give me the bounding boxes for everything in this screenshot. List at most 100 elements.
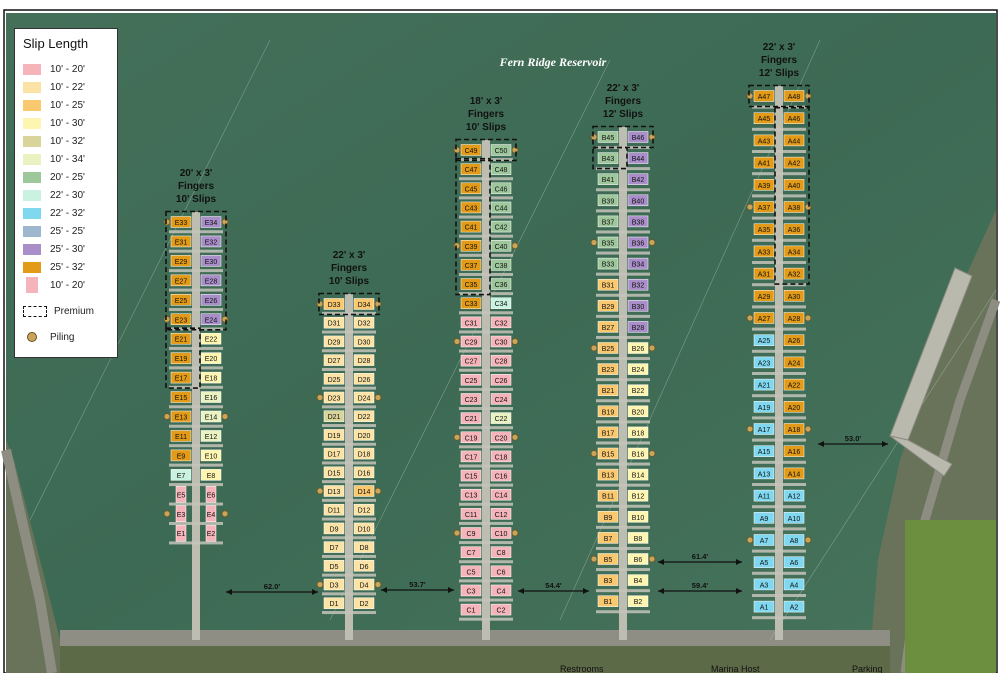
slip-d26[interactable]: D26	[353, 373, 375, 385]
slip-a44[interactable]: A44	[783, 134, 805, 147]
slip-d29[interactable]: D29	[323, 335, 345, 348]
slip-a39[interactable]: A39	[753, 179, 775, 191]
slip-e17[interactable]: E17	[170, 371, 192, 384]
slip-b41[interactable]: B41	[597, 173, 619, 185]
slip-c12[interactable]: C12	[490, 508, 512, 520]
slip-c20[interactable]: C20	[490, 431, 512, 443]
slip-d15[interactable]: D15	[323, 466, 345, 479]
slip-a25[interactable]: A25	[753, 334, 775, 346]
slip-e34[interactable]: E34	[200, 216, 222, 228]
slip-a38[interactable]: A38	[783, 201, 805, 213]
slip-b24[interactable]: B24	[627, 363, 649, 375]
slip-e2[interactable]: E2	[205, 524, 217, 542]
slip-e19[interactable]: E19	[170, 352, 192, 364]
slip-c30[interactable]: C30	[490, 335, 512, 348]
slip-e33[interactable]: E33	[170, 216, 192, 228]
slip-c50[interactable]: C50	[490, 144, 512, 156]
slip-d13[interactable]: D13	[323, 485, 345, 497]
slip-b43[interactable]: B43	[597, 152, 619, 164]
slip-c4[interactable]: C4	[490, 584, 512, 597]
slip-d30[interactable]: D30	[353, 335, 375, 348]
slip-d18[interactable]: D18	[353, 447, 375, 460]
slip-d25[interactable]: D25	[323, 373, 345, 385]
slip-c6[interactable]: C6	[490, 565, 512, 578]
slip-a5[interactable]: A5	[753, 556, 775, 568]
slip-a33[interactable]: A33	[753, 245, 775, 258]
slip-b28[interactable]: B28	[627, 321, 649, 333]
slip-b27[interactable]: B27	[597, 321, 619, 333]
slip-a1[interactable]: A1	[753, 600, 775, 613]
slip-c2[interactable]: C2	[490, 603, 512, 616]
slip-b19[interactable]: B19	[597, 405, 619, 418]
slip-c45[interactable]: C45	[460, 182, 482, 195]
slip-d28[interactable]: D28	[353, 354, 375, 366]
slip-c23[interactable]: C23	[460, 393, 482, 405]
slip-a17[interactable]: A17	[753, 423, 775, 435]
slip-c3[interactable]: C3	[460, 584, 482, 597]
slip-a42[interactable]: A42	[783, 156, 805, 169]
slip-a41[interactable]: A41	[753, 156, 775, 169]
slip-e6[interactable]: E6	[205, 486, 217, 503]
slip-d14[interactable]: D14	[353, 485, 375, 497]
slip-b18[interactable]: B18	[627, 426, 649, 439]
slip-a14[interactable]: A14	[783, 467, 805, 480]
slip-e27[interactable]: E27	[170, 274, 192, 287]
slip-b37[interactable]: B37	[597, 215, 619, 228]
slip-a40[interactable]: A40	[783, 179, 805, 191]
slip-d11[interactable]: D11	[323, 503, 345, 516]
slip-e12[interactable]: E12	[200, 430, 222, 442]
slip-a30[interactable]: A30	[783, 290, 805, 302]
slip-a48[interactable]: A48	[783, 90, 805, 102]
slip-e25[interactable]: E25	[170, 294, 192, 306]
slip-e18[interactable]: E18	[200, 371, 222, 384]
slip-a10[interactable]: A10	[783, 512, 805, 524]
slip-d16[interactable]: D16	[353, 466, 375, 479]
slip-a3[interactable]: A3	[753, 578, 775, 591]
slip-a20[interactable]: A20	[783, 401, 805, 413]
slip-a37[interactable]: A37	[753, 201, 775, 213]
slip-b45[interactable]: B45	[597, 131, 619, 143]
slip-c10[interactable]: C10	[490, 527, 512, 539]
slip-e14[interactable]: E14	[200, 410, 222, 423]
slip-b4[interactable]: B4	[627, 574, 649, 586]
slip-d31[interactable]: D31	[323, 316, 345, 329]
slip-c18[interactable]: C18	[490, 450, 512, 463]
slip-e7[interactable]: E7	[170, 469, 192, 481]
slip-e15[interactable]: E15	[170, 391, 192, 403]
slip-e30[interactable]: E30	[200, 255, 222, 267]
slip-e8[interactable]: E8	[200, 469, 222, 481]
slip-b32[interactable]: B32	[627, 278, 649, 291]
slip-b35[interactable]: B35	[597, 236, 619, 249]
slip-e26[interactable]: E26	[200, 294, 222, 306]
slip-d32[interactable]: D32	[353, 316, 375, 329]
slip-b40[interactable]: B40	[627, 194, 649, 207]
slip-a47[interactable]: A47	[753, 90, 775, 102]
slip-c44[interactable]: C44	[490, 201, 512, 214]
slip-d20[interactable]: D20	[353, 429, 375, 441]
slip-e20[interactable]: E20	[200, 352, 222, 364]
slip-a12[interactable]: A12	[783, 489, 805, 502]
slip-e4[interactable]: E4	[205, 505, 217, 522]
slip-b9[interactable]: B9	[597, 511, 619, 523]
slip-a8[interactable]: A8	[783, 534, 805, 546]
slip-a2[interactable]: A2	[783, 600, 805, 613]
slip-b38[interactable]: B38	[627, 215, 649, 228]
slip-a45[interactable]: A45	[753, 112, 775, 124]
slip-a31[interactable]: A31	[753, 267, 775, 280]
slip-a13[interactable]: A13	[753, 467, 775, 480]
slip-a28[interactable]: A28	[783, 312, 805, 324]
slip-b29[interactable]: B29	[597, 300, 619, 312]
slip-b14[interactable]: B14	[627, 468, 649, 481]
slip-a27[interactable]: A27	[753, 312, 775, 324]
slip-d8[interactable]: D8	[353, 541, 375, 553]
slip-b12[interactable]: B12	[627, 489, 649, 502]
slip-b33[interactable]: B33	[597, 257, 619, 270]
slip-d34[interactable]: D34	[353, 298, 375, 310]
slip-b46[interactable]: B46	[627, 131, 649, 143]
slip-a22[interactable]: A22	[783, 378, 805, 391]
slip-b39[interactable]: B39	[597, 194, 619, 207]
slip-d23[interactable]: D23	[323, 391, 345, 404]
slip-a11[interactable]: A11	[753, 489, 775, 502]
slip-e13[interactable]: E13	[170, 410, 192, 423]
slip-c40[interactable]: C40	[490, 240, 512, 252]
